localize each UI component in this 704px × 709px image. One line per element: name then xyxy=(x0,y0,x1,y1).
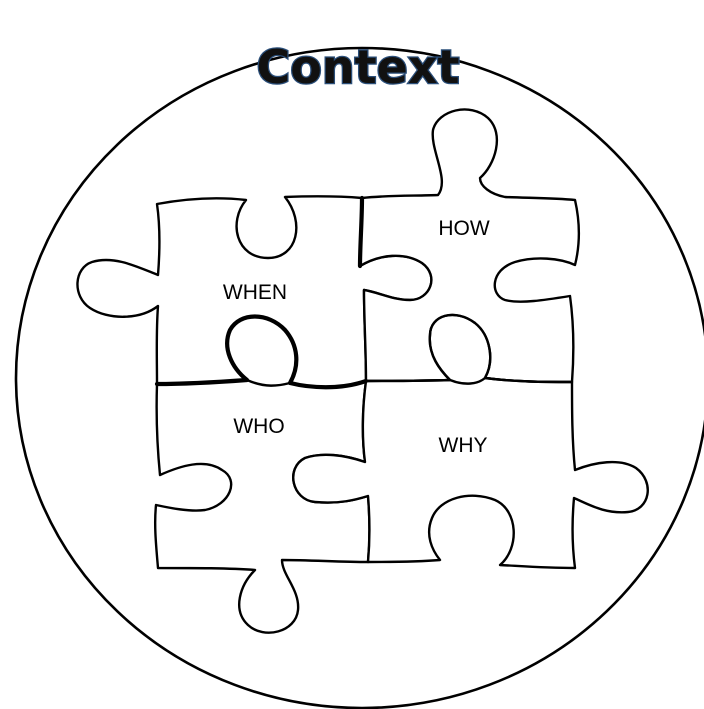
seam-when-bottom xyxy=(154,314,369,390)
piece-label-why: WHY xyxy=(439,434,488,457)
diagram-title: Context xyxy=(257,40,460,94)
enclosing-circle xyxy=(14,46,704,709)
piece-label-who: WHO xyxy=(233,415,284,438)
seam-how-left xyxy=(357,195,365,269)
seam-how-bottom xyxy=(365,313,573,384)
puzzle-piece-how xyxy=(358,108,580,384)
piece-label-when: WHEN xyxy=(223,281,287,304)
piece-label-how: HOW xyxy=(438,217,490,240)
